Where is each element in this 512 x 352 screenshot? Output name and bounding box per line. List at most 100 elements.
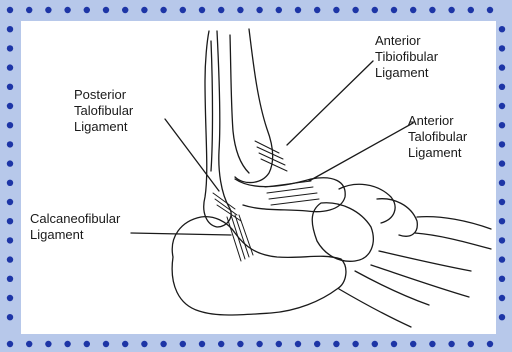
- border-dot: [7, 237, 13, 243]
- border-dot: [499, 199, 505, 205]
- label-line: Anterior: [375, 33, 438, 49]
- border-dot: [7, 122, 13, 128]
- label-line: Calcaneofibular: [30, 211, 120, 227]
- border-dot: [141, 7, 147, 13]
- border-dot: [7, 341, 13, 347]
- illustration-panel: Anterior Tibiofibular Ligament Posterior…: [21, 21, 496, 334]
- label-line: Posterior: [74, 87, 133, 103]
- border-dot: [499, 276, 505, 282]
- border-dot: [499, 256, 505, 262]
- label-line: Ligament: [74, 119, 133, 135]
- border-dot: [45, 7, 51, 13]
- leader-anterior-tibiofibular: [287, 61, 373, 145]
- label-line: Ligament: [30, 227, 120, 243]
- label-line: Ligament: [408, 145, 467, 161]
- border-dot: [499, 122, 505, 128]
- border-dot: [7, 141, 13, 147]
- border-dot: [122, 7, 128, 13]
- leader-calcaneofibular: [131, 233, 231, 235]
- border-dot: [103, 341, 109, 347]
- border-dot: [499, 103, 505, 109]
- border-dot: [122, 341, 128, 347]
- border-dot: [64, 341, 70, 347]
- border-dot: [7, 160, 13, 166]
- border-dot: [180, 341, 186, 347]
- border-dot: [352, 341, 358, 347]
- border-dot: [180, 7, 186, 13]
- border-dot: [160, 7, 166, 13]
- calcaneus-outline: [172, 217, 346, 315]
- border-dot: [499, 141, 505, 147]
- border-dot: [7, 180, 13, 186]
- border-dot: [7, 295, 13, 301]
- border-dot: [256, 341, 262, 347]
- border-dot: [26, 341, 32, 347]
- border-dot: [487, 341, 493, 347]
- border-dot: [64, 7, 70, 13]
- border-dot: [199, 341, 205, 347]
- border-dot: [141, 341, 147, 347]
- border-dot: [7, 276, 13, 282]
- fibula-inner-line: [211, 41, 213, 171]
- label-line: Tibiofibular: [375, 49, 438, 65]
- border-dot: [7, 64, 13, 70]
- border-dot: [499, 218, 505, 224]
- border-dot: [372, 7, 378, 13]
- border-dot: [218, 341, 224, 347]
- border-dot: [7, 218, 13, 224]
- metatarsal-1: [415, 217, 491, 249]
- border-dot: [499, 295, 505, 301]
- border-dot: [372, 341, 378, 347]
- label-anterior-talofibular-ligament: Anterior Talofibular Ligament: [408, 113, 467, 161]
- border-dot: [410, 7, 416, 13]
- label-line: Anterior: [408, 113, 467, 129]
- border-dot: [499, 160, 505, 166]
- border-dot: [276, 7, 282, 13]
- border-dot: [333, 7, 339, 13]
- border-dot: [7, 26, 13, 32]
- border-dot: [295, 341, 301, 347]
- border-dot: [391, 7, 397, 13]
- label-anterior-tibiofibular-ligament: Anterior Tibiofibular Ligament: [375, 33, 438, 81]
- border-dot: [499, 180, 505, 186]
- border-dot: [218, 7, 224, 13]
- border-dot: [499, 64, 505, 70]
- border-dot: [26, 7, 32, 13]
- anterior-talofibular-ligament: [265, 181, 319, 205]
- border-dot: [7, 256, 13, 262]
- border-dot: [7, 84, 13, 90]
- leader-posterior-talofibular: [165, 119, 219, 191]
- border-dot: [237, 341, 243, 347]
- border-dot: [84, 7, 90, 13]
- metatarsal-2: [371, 251, 471, 297]
- leader-anterior-talofibular: [309, 123, 413, 181]
- border-dot: [448, 341, 454, 347]
- border-dot: [45, 341, 51, 347]
- border-dot: [487, 7, 493, 13]
- border-dot: [499, 314, 505, 320]
- label-calcaneofibular-ligament: Calcaneofibular Ligament: [30, 211, 120, 243]
- border-dot: [410, 341, 416, 347]
- border-dot: [7, 314, 13, 320]
- border-dot: [276, 341, 282, 347]
- cuneiform-outline: [377, 199, 417, 237]
- border-dot: [237, 7, 243, 13]
- label-line: Talofibular: [408, 129, 467, 145]
- border-dot: [7, 103, 13, 109]
- label-line: Talofibular: [74, 103, 133, 119]
- tibia-inner-line: [230, 35, 249, 173]
- calcaneofibular-ligament: [227, 215, 253, 261]
- label-posterior-talofibular-ligament: Posterior Talofibular Ligament: [74, 87, 133, 135]
- border-dot: [103, 7, 109, 13]
- border-dot: [429, 7, 435, 13]
- border-dot: [499, 84, 505, 90]
- fibula-outline: [204, 31, 231, 227]
- border-dot: [391, 341, 397, 347]
- border-dot: [7, 7, 13, 13]
- border-dot: [314, 7, 320, 13]
- border-dot: [448, 7, 454, 13]
- border-dot: [468, 341, 474, 347]
- border-dot: [84, 341, 90, 347]
- border-dot: [160, 341, 166, 347]
